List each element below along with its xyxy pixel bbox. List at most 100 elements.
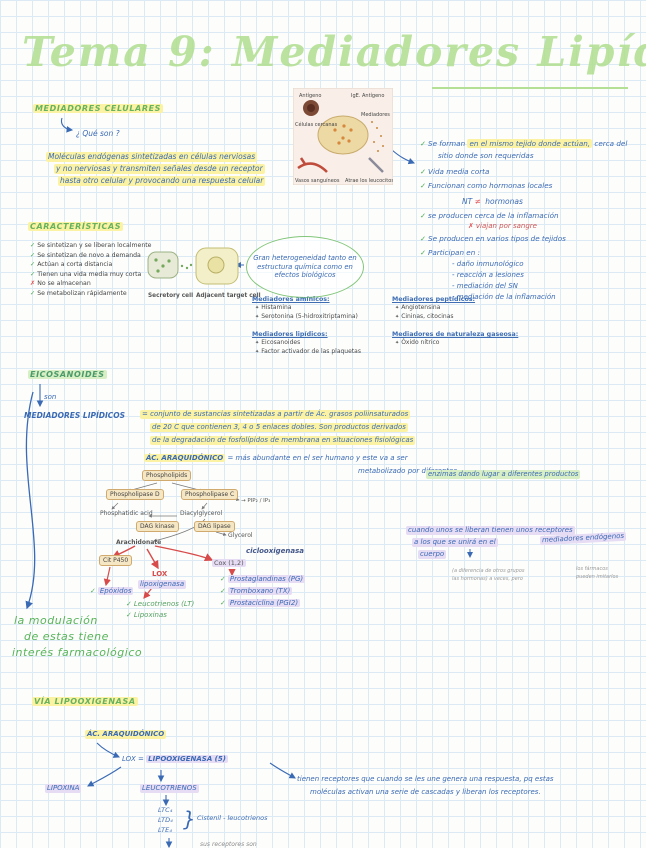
- mediator-group-lipidicos: Mediadores lipídicos: ✦Eicosanoides ✦Fac…: [252, 331, 361, 356]
- modulacion-line: interés farmacológico: [12, 646, 143, 659]
- note-viajan-sangre: ✗viajan por sangre: [468, 222, 537, 230]
- figure-label-mediadores: Mediadores: [361, 112, 390, 118]
- via-receptor-note-line1: tienen receptores que cuando se les une …: [297, 775, 554, 783]
- mediator-group-peptidicos: Mediadores peptídicos: ✦Angiotensina ✦Ci…: [392, 296, 475, 321]
- page-title: Tema 9: Mediadores Lipídicos: [22, 28, 646, 76]
- diamond-bullet-icon: ✦: [395, 340, 400, 346]
- heading-via-lipooxigenasa: VÍA LIPOOXIGENASA: [32, 697, 138, 706]
- check-icon: ✓: [126, 600, 132, 608]
- check-icon: ✓: [30, 270, 36, 278]
- product-lipoxinas: ✓Lipoxinas: [126, 611, 167, 619]
- pathway-phospholipase-c: Phospholipase C: [181, 489, 239, 500]
- participan-item: - reacción a lesiones: [452, 271, 524, 279]
- figure-label-celulas: Células cercanas: [295, 121, 338, 128]
- diamond-bullet-icon: ✦: [395, 305, 400, 311]
- cell-label-secretory: Secretory cell: [148, 293, 194, 299]
- pathway-cox: Cox (1,2): [212, 559, 246, 567]
- check-icon: ✓: [126, 611, 132, 619]
- pathway-cit-p450: Cit P450: [99, 555, 133, 566]
- question-que-son: ¿ Qué son ?: [76, 129, 120, 138]
- caracteristica-item: ✓Tienen una vida media muy corta: [30, 270, 142, 278]
- product-epoxidos: ✓Epóxidos: [90, 587, 134, 595]
- pathway-phospholipase-d: Phospholipase D: [106, 489, 164, 500]
- tiny-note: las hormonas) a veces, pero: [452, 576, 523, 582]
- group-title: Mediadores lipídicos:: [252, 331, 328, 338]
- check-icon: ✓: [30, 251, 36, 259]
- tiny-note: pueden imitarlos: [576, 574, 619, 580]
- caracteristica-item: ✓Actúan a corta distancia: [30, 261, 113, 268]
- check-icon: ✓: [420, 211, 427, 220]
- pathway-glycerol: Glycerol: [228, 532, 253, 539]
- bottom-cut-text: sus receptores son: [200, 841, 257, 848]
- check-icon: ✓: [30, 242, 36, 249]
- check-icon: ✓: [420, 181, 427, 190]
- lt-item: LTD₄: [158, 816, 173, 824]
- group-item: ✦Serotonina (5-hidroxitriptamina): [255, 312, 358, 320]
- diamond-bullet-icon: ✦: [255, 305, 260, 311]
- pathway-pip2-ip3: → PIP₂ / IP₃: [241, 498, 271, 504]
- eicos-def-line: = conjunto de sustancias sintetizadas a …: [140, 410, 411, 420]
- caracteristica-item: ✓Se metabolizan rápidamente: [30, 289, 127, 297]
- modulacion-line: de estas tiene: [24, 630, 109, 643]
- check-icon: ✓: [220, 575, 226, 583]
- not-equal-sign: ≠: [474, 197, 481, 206]
- heterogeneity-bubble: Gran heterogeneidad tanto en estructura …: [246, 236, 364, 298]
- cross-icon: ✗: [30, 280, 36, 287]
- label-lipoxina: LIPOXINA: [45, 784, 82, 794]
- product-leucotrienos: ✓Leucotrienos (LT): [126, 600, 195, 608]
- group-item: ✦Óxido nítrico: [395, 339, 440, 346]
- brace-icon: }: [183, 807, 196, 831]
- note-se-forman: ✓Se forman en el mismo tejido donde actú…: [420, 139, 628, 148]
- heading-mediadores-celulares: MEDIADORES CELULARES: [33, 104, 164, 113]
- tiny-note: (a diferencia de otros grupos: [452, 568, 525, 574]
- eicos-def-line: de la degradación de fosfolípidos de mem…: [150, 436, 416, 446]
- label-ac-araquidonico: ÁC. ARAQUIDÓNICO: [144, 454, 226, 462]
- group-item: ✦Eicosanoides: [255, 339, 301, 346]
- pathway-dag-lipase: DAG lipase: [194, 521, 235, 532]
- check-icon: ✓: [220, 599, 226, 607]
- note-participan: ✓Participan en :: [420, 248, 480, 257]
- pathway-phospholipids: Phospholipids: [142, 470, 192, 481]
- via-ac-araquidonico: ÁC. ARAQUIDÓNICO: [85, 730, 167, 740]
- heading-eicosanoides: EICOSANOIDES: [28, 370, 107, 379]
- caracteristicas-list: ✓Se sintetizan y se liberan localmente ✓…: [30, 241, 152, 298]
- check-icon: ✓: [30, 289, 36, 297]
- diamond-bullet-icon: ✦: [255, 340, 260, 346]
- diamond-bullet-icon: ✦: [395, 313, 400, 320]
- note-vida-media: ✓Vida media corta: [420, 167, 490, 176]
- check-icon: ✓: [420, 139, 427, 148]
- label-leucotrienos: LEUCOTRIENOS: [140, 784, 199, 794]
- title-underline: [432, 87, 628, 89]
- note-producen-cerca: ✓se producen cerca de la inflamación: [420, 211, 559, 220]
- cell-label-target: Adjacent target cell: [196, 293, 261, 299]
- label-son: son: [44, 393, 57, 401]
- via-lox-line: LOX = LIPOOXIGENASA (5): [122, 755, 228, 763]
- definition-line: y no nerviosas y transmiten señales desd…: [54, 164, 265, 175]
- note-hormonas-locales: ✓Funcionan como hormonas locales: [420, 181, 553, 190]
- label-cistenil-leucotrienos: Cistenil - leucotrienos: [197, 814, 268, 822]
- note-tipos-tejidos: ✓Se producen en varios tipos de tejidos: [420, 234, 566, 243]
- pathway-phosphatidic-acid: Phosphatidic acid: [100, 510, 153, 517]
- heading-caracteristicas: CARACTERÍSTICAS: [28, 222, 124, 231]
- pathway-ciclooxigenasa-hw: ciclooxigenasa: [246, 547, 304, 555]
- label-mediadores-lipidicos: MEDIADORES LIPÍDICOS: [24, 411, 126, 420]
- ara-note-line2: metabolizado por diferentes: [358, 467, 457, 475]
- check-icon: ✓: [420, 248, 427, 257]
- pathway-lox: LOX: [152, 570, 168, 578]
- lt-item: LTE₄: [158, 826, 172, 834]
- pathway-diacylglycerol: Diacylglycerol: [180, 510, 223, 517]
- group-title: Mediadores de naturaleza gaseosa:: [392, 331, 519, 338]
- check-icon: ✓: [420, 167, 427, 176]
- caracteristica-item: ✓Se sintetizan y se liberan localmente: [30, 242, 152, 249]
- check-icon: ✓: [220, 587, 226, 595]
- ara-note-line3: enzimas dando lugar a diferentes product…: [426, 470, 581, 480]
- pathway-lipoxigenasa-hw: lipoxigenasa: [138, 580, 187, 590]
- note-nt-hormonas: NT ≠ hormonas: [462, 197, 523, 206]
- pathway-dag-kinase: DAG kinase: [136, 521, 179, 532]
- receptor-note-line1: cuando unos se liberan tienen unos recep…: [406, 526, 575, 536]
- definition-line: Moléculas endógenas sintetizadas en célu…: [46, 152, 258, 163]
- check-icon: ✓: [420, 234, 427, 243]
- product-tromboxano: ✓Tromboxano (TX): [220, 587, 293, 595]
- via-receptor-note-line2: moléculas activan una serie de cascadas …: [310, 788, 541, 796]
